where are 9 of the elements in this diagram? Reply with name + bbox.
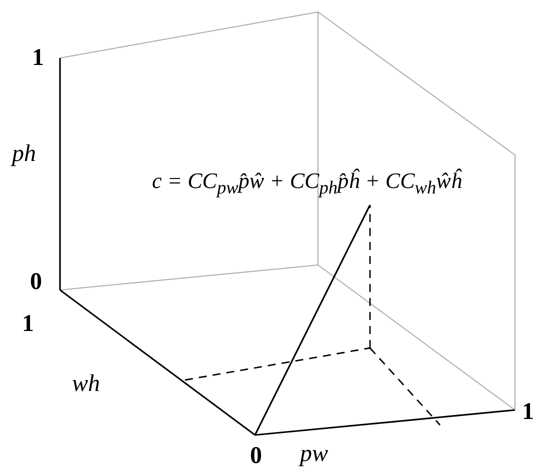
- axis-label: wh: [72, 372, 100, 396]
- axis-tick-label: 0: [250, 444, 262, 468]
- axis-tick-label: 1: [22, 312, 34, 336]
- axis-label: ph: [12, 142, 36, 166]
- axis-tick-label: 1: [522, 400, 534, 424]
- axis-tick-label: 1: [32, 46, 44, 70]
- axis-label: pw: [300, 442, 328, 466]
- formula: c = CC$_{pw}$p̂ŵ + CC$_{ph}$p̂ĥ + CC$_{wh}$ŵĥ: [152, 170, 462, 197]
- axis-tick-label: 0: [30, 270, 42, 294]
